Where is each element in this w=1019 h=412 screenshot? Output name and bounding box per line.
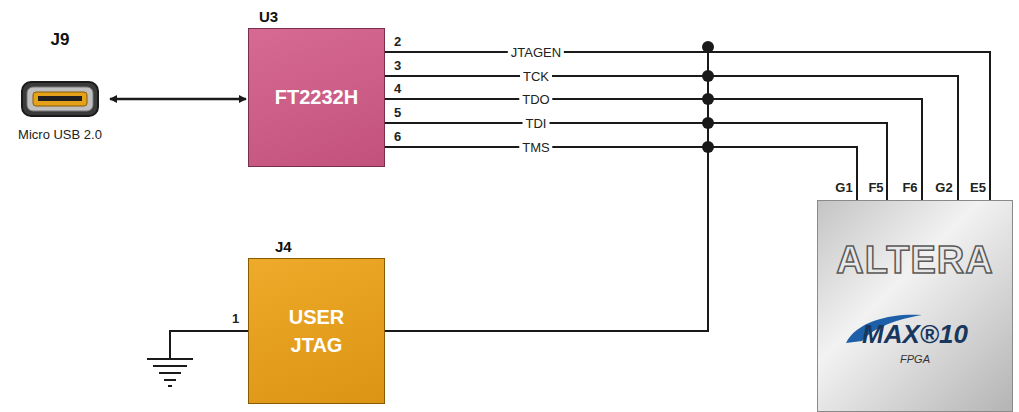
connector-name: USER JTAG (277, 303, 357, 359)
connector-ref: J9 (51, 30, 70, 50)
fpga-pin-name: G2 (935, 180, 952, 195)
jtag-wire (385, 76, 958, 200)
device-type: FPGA (900, 353, 930, 365)
jtag-wire (385, 99, 922, 200)
vendor-logo: ALTERA (836, 239, 993, 282)
pin-number: 4 (394, 81, 401, 96)
fpga-pin-name: F6 (902, 180, 917, 195)
jtag-wire (385, 147, 857, 200)
pin-number: 1 (232, 311, 239, 326)
pin-number: 3 (394, 58, 401, 73)
fpga-pin-name: F5 (868, 180, 883, 195)
pin-number: 2 (394, 34, 401, 49)
usb-connector-icon (22, 82, 98, 116)
pin-number: 6 (394, 129, 401, 144)
fpga-chip: ALTERA MAX®10FPGA (817, 200, 1013, 412)
part-ref: U3 (259, 8, 278, 25)
signal-name: JTAGEN (508, 45, 564, 60)
connector-caption: Micro USB 2.0 (18, 127, 102, 142)
jtag-header: J4USER JTAG (248, 258, 385, 404)
jtag-wire (385, 147, 857, 331)
fpga-pin-name: G1 (835, 180, 852, 195)
jtag-wire (385, 52, 990, 200)
device-family: MAX®10 (862, 319, 968, 350)
pin-number: 5 (394, 105, 401, 120)
usb-connector: J9Micro USB 2.0 (12, 30, 108, 142)
signal-name: TDO (519, 92, 552, 107)
signal-name: TMS (519, 140, 552, 155)
fpga-pin-name: E5 (970, 180, 986, 195)
ground-symbol (147, 331, 248, 386)
usb-bridge-chip: U3FT2232H (248, 28, 385, 167)
usb-link (110, 98, 246, 101)
signal-name: TCK (520, 69, 552, 84)
part-ref: J4 (275, 238, 292, 255)
chip-name: FT2232H (275, 86, 358, 109)
signal-name: TDI (523, 116, 550, 131)
jtag-wire (385, 123, 887, 200)
junction-dots (702, 41, 714, 153)
logo-swoosh (818, 201, 1014, 412)
